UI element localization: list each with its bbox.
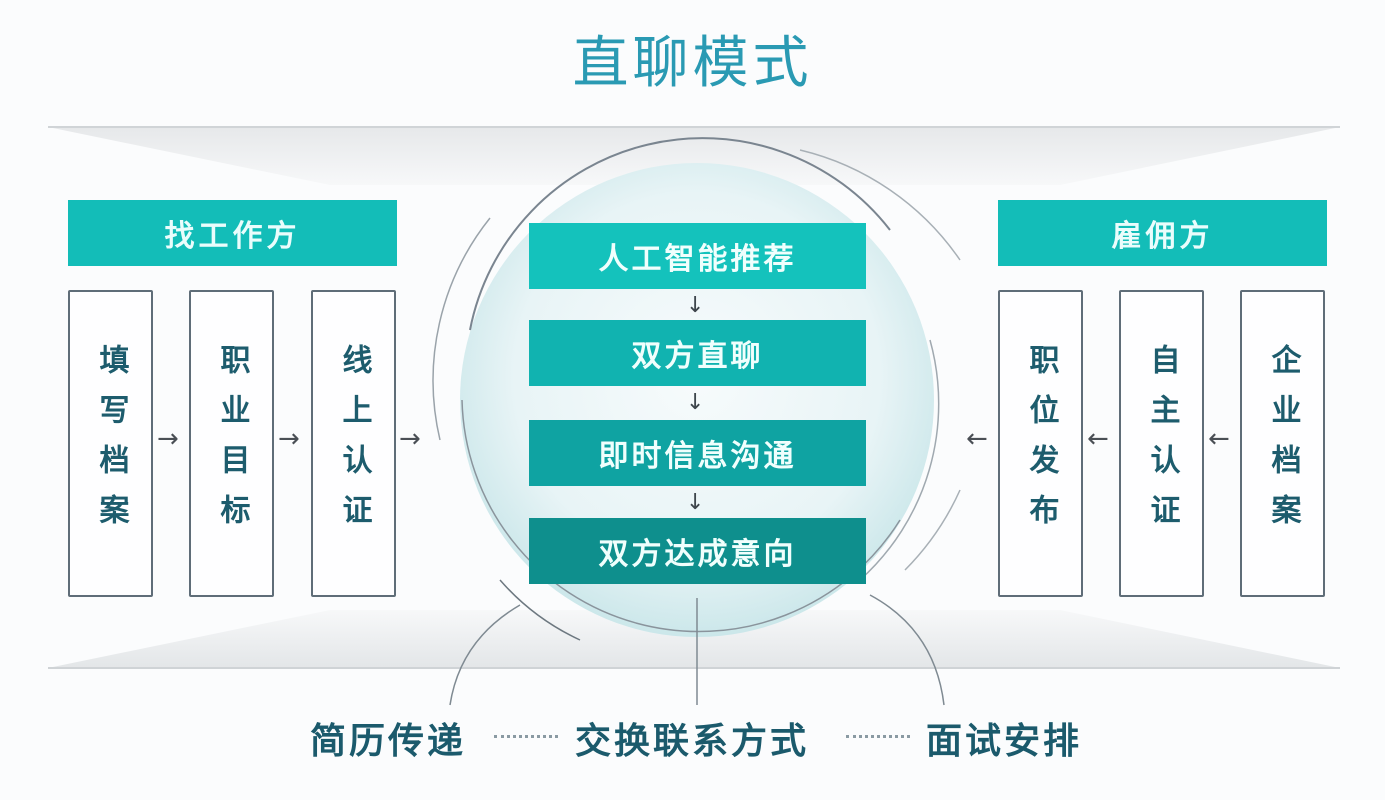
step-label: 填写档案 (93, 343, 129, 544)
step-label: 职业目标 (214, 343, 250, 544)
employer-step-3: 企业档案 (1240, 290, 1325, 597)
employer-header: 雇佣方 (998, 200, 1327, 266)
job-seeker-step-1: 填写档案 (68, 290, 153, 597)
step-label: 职位发布 (1023, 343, 1059, 544)
job-seeker-header: 找工作方 (68, 200, 397, 266)
center-step-agreement: 双方达成意向 (529, 518, 866, 584)
outcome-resume-delivery: 简历传递 (310, 721, 467, 762)
arrow-right-icon: → (278, 424, 300, 454)
dotted-separator (494, 735, 558, 738)
arrow-down-icon: ↓ (686, 293, 705, 318)
step-label: 自主认证 (1144, 343, 1180, 544)
bottom-band (48, 610, 1340, 668)
center-step-direct-chat: 双方直聊 (529, 320, 866, 386)
dotted-separator (846, 735, 910, 738)
arrow-left-icon: ← (1087, 424, 1109, 454)
job-seeker-step-2: 职业目标 (189, 290, 274, 597)
job-seeker-step-3: 线上认证 (311, 290, 396, 597)
arrow-left-icon: ← (966, 424, 988, 454)
outcome-exchange-contacts: 交换联系方式 (575, 721, 810, 762)
top-band (48, 127, 1340, 185)
employer-step-2: 自主认证 (1119, 290, 1204, 597)
outcome-interview-arrangement: 面试安排 (926, 721, 1083, 762)
arrow-down-icon: ↓ (686, 390, 705, 415)
center-step-instant-message: 即时信息沟通 (529, 420, 866, 486)
arrow-right-icon: → (157, 424, 179, 454)
arrow-right-icon: → (399, 424, 421, 454)
arrow-left-icon: ← (1208, 424, 1230, 454)
step-label: 企业档案 (1265, 343, 1301, 544)
step-label: 线上认证 (336, 343, 372, 544)
page-title: 直聊模式 (572, 31, 813, 96)
arrow-down-icon: ↓ (686, 490, 705, 515)
employer-step-1: 职位发布 (998, 290, 1083, 597)
center-step-ai-recommend: 人工智能推荐 (529, 223, 866, 289)
